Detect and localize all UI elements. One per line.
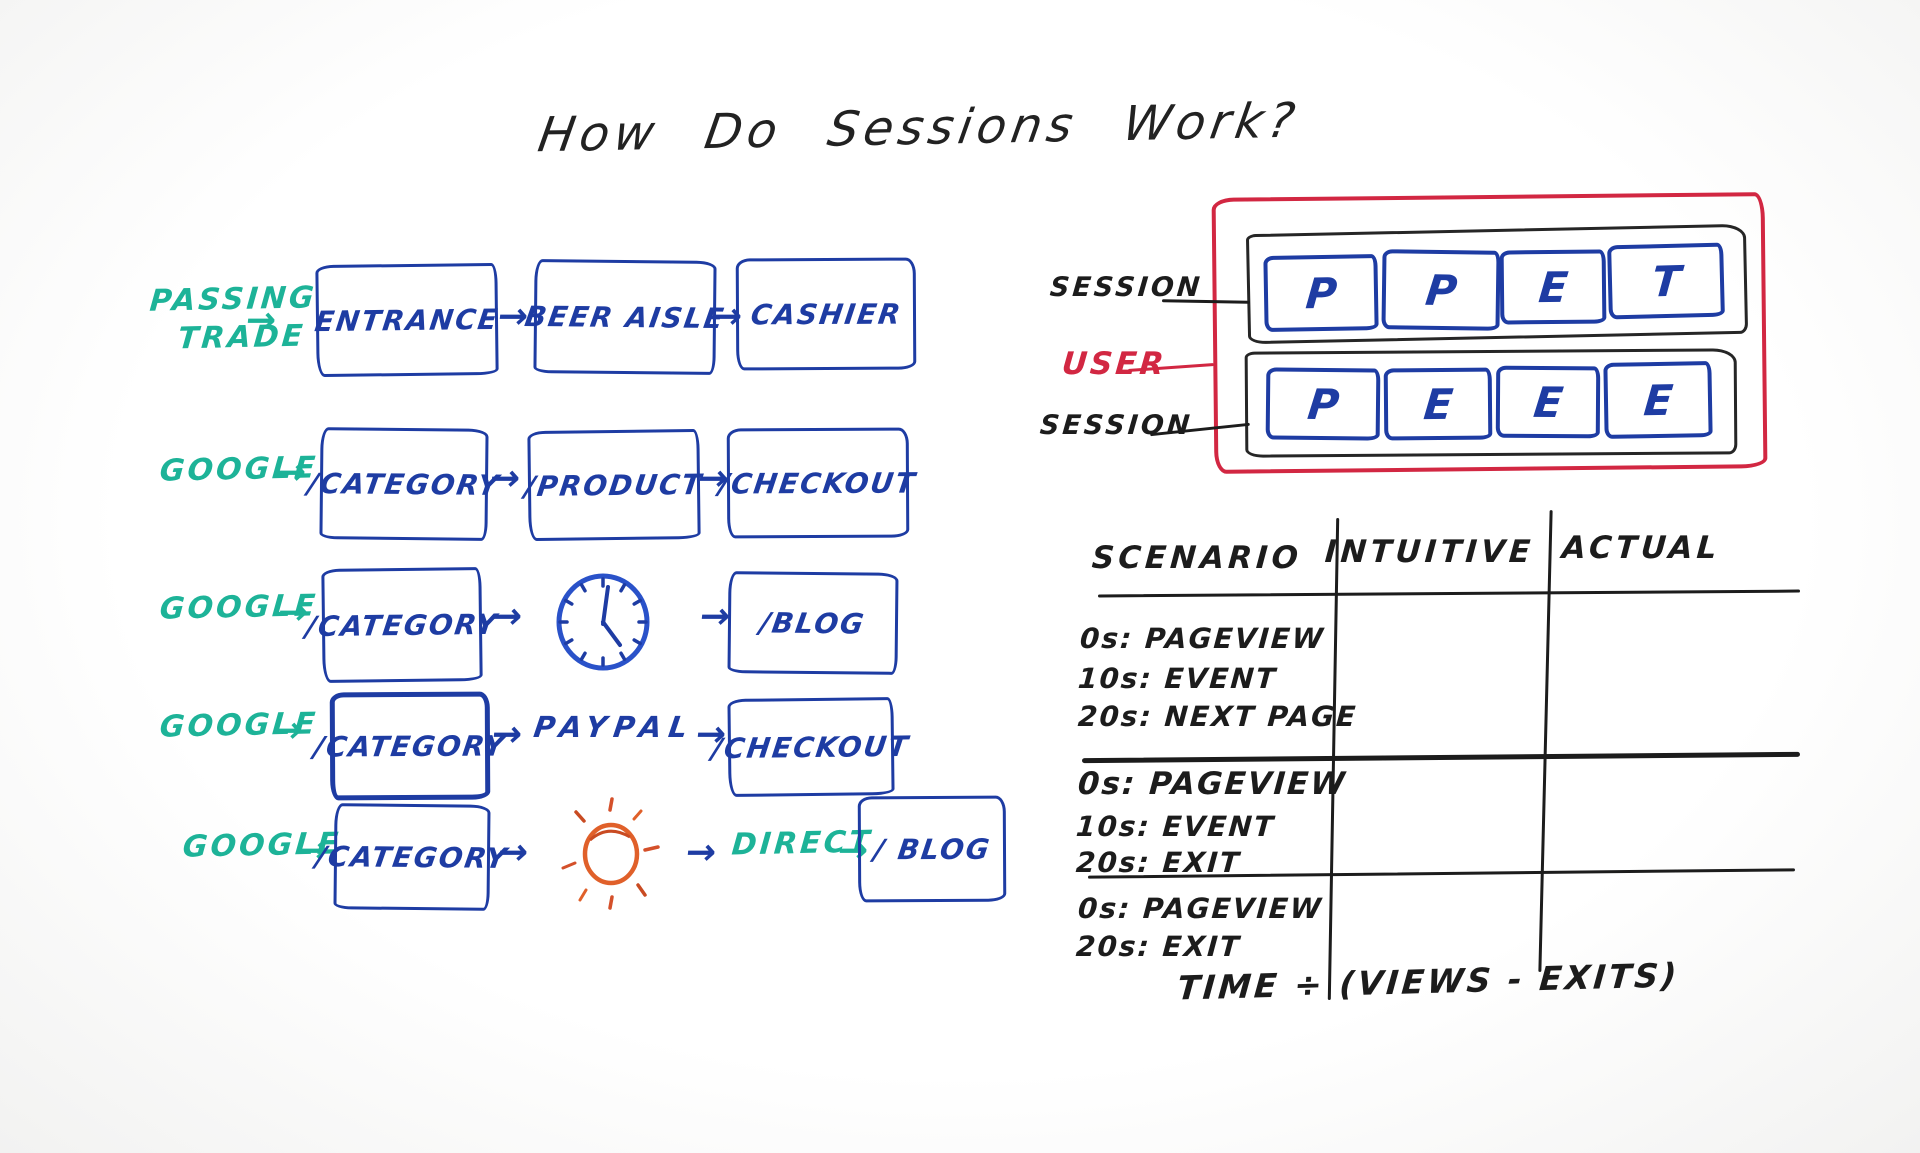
flow1-step2-box: BEER AISLE (522, 259, 728, 375)
flow1-step3-box: CASHIER (735, 257, 917, 371)
table-header-scenario: SCENARIO (1090, 540, 1304, 576)
table-column-line (1538, 510, 1553, 972)
table-header-actual: ACTUAL (1560, 530, 1722, 566)
table-row2-line2: 10s: EVENT (1074, 810, 1277, 843)
formula-text: TIME ÷ (VIEWS - EXITS) (1175, 955, 1681, 1008)
clock-icon (556, 573, 650, 671)
flow3-step1-box: /CATEGORY (304, 567, 500, 683)
arrow-icon: → (269, 710, 305, 751)
event-box: P (1263, 254, 1379, 332)
user-label: USER (1060, 346, 1169, 382)
arrow-icon: → (489, 596, 525, 637)
table-row1-line3: 20s: NEXT PAGE (1076, 700, 1359, 733)
flow4-step3-label: /CHECKOUT (710, 729, 912, 765)
arrow-icon: → (273, 452, 309, 493)
flow1-step1-box: ENTRANCE (312, 262, 502, 378)
table-row3-line2: 20s: EXIT (1074, 930, 1242, 963)
session1-connector-line (1161, 299, 1251, 304)
flow3-step1-label: /CATEGORY (303, 607, 501, 643)
arrow-icon: → (243, 300, 279, 341)
flow5-step1-label: /CATEGORY (313, 839, 511, 875)
event-letter: P (1422, 265, 1460, 315)
sun-icon (561, 797, 660, 910)
table-row-rule (1081, 751, 1801, 764)
event-box: E (1603, 361, 1713, 439)
flow4-step3-box: /CHECKOUT (710, 696, 912, 798)
arrow-icon: → (683, 832, 719, 873)
event-box: P (1265, 367, 1381, 441)
event-letter: E (1641, 375, 1675, 425)
event-letter: E (1421, 379, 1455, 429)
event-box: T (1607, 242, 1725, 320)
flow2-step3-label: /CHECKOUT (717, 465, 919, 501)
session1-label: SESSION (1048, 272, 1204, 303)
arrow-icon: → (487, 458, 523, 499)
table-header-intuitive: INTUITIVE (1323, 534, 1536, 570)
event-letter: P (1304, 379, 1342, 429)
table-row1-line2: 10s: EVENT (1076, 662, 1279, 695)
flow3-step3-label: /BLOG (757, 605, 869, 641)
arrow-icon: → (495, 832, 531, 873)
event-letter: E (1536, 262, 1570, 312)
flow2-step2-label: /PRODUCT (523, 467, 705, 503)
session2-label: SESSION (1038, 410, 1194, 441)
event-box: E (1499, 249, 1607, 325)
table-row1-line1: 0s: PAGEVIEW (1078, 622, 1327, 655)
event-box: E (1495, 365, 1601, 439)
flow1-step3-label: CASHIER (748, 297, 904, 331)
flow2-step1-box: /CATEGORY (305, 427, 503, 541)
flow2-step2-box: /PRODUCT (523, 428, 705, 542)
table-header-rule (1097, 589, 1801, 598)
flow4-step1-box: /CATEGORY (312, 691, 508, 801)
flow4-step2-text: PAYPAL (531, 710, 697, 744)
arrow-icon: → (489, 714, 525, 755)
table-row3-line1: 0s: PAGEVIEW (1076, 892, 1325, 925)
flow2-step1-label: /CATEGORY (305, 466, 503, 502)
table-row2-line1: 0s: PAGEVIEW (1076, 766, 1348, 802)
flow3-step3-box: /BLOG (727, 571, 899, 675)
page-title: How Do Sessions Work? (534, 92, 1304, 164)
flow5-step1-box: /CATEGORY (313, 803, 511, 911)
event-box: P (1381, 249, 1501, 331)
flow2-step3-box: /CHECKOUT (717, 427, 919, 539)
event-letter: P (1303, 268, 1339, 318)
flow4-step1-label: /CATEGORY (311, 728, 509, 764)
flow1-step1-label: ENTRANCE (312, 302, 502, 338)
event-letter: T (1649, 256, 1683, 306)
flow1-step2-label: BEER AISLE (522, 299, 728, 335)
flow5-step3-box: / BLOG (857, 795, 1007, 903)
flow5-step3-label: / BLOG (871, 832, 993, 866)
flow1-source-line2: TRADE (176, 318, 307, 357)
event-box: E (1383, 367, 1493, 441)
event-letter: E (1530, 377, 1566, 427)
flow1-source-line1: PASSING (148, 280, 319, 319)
